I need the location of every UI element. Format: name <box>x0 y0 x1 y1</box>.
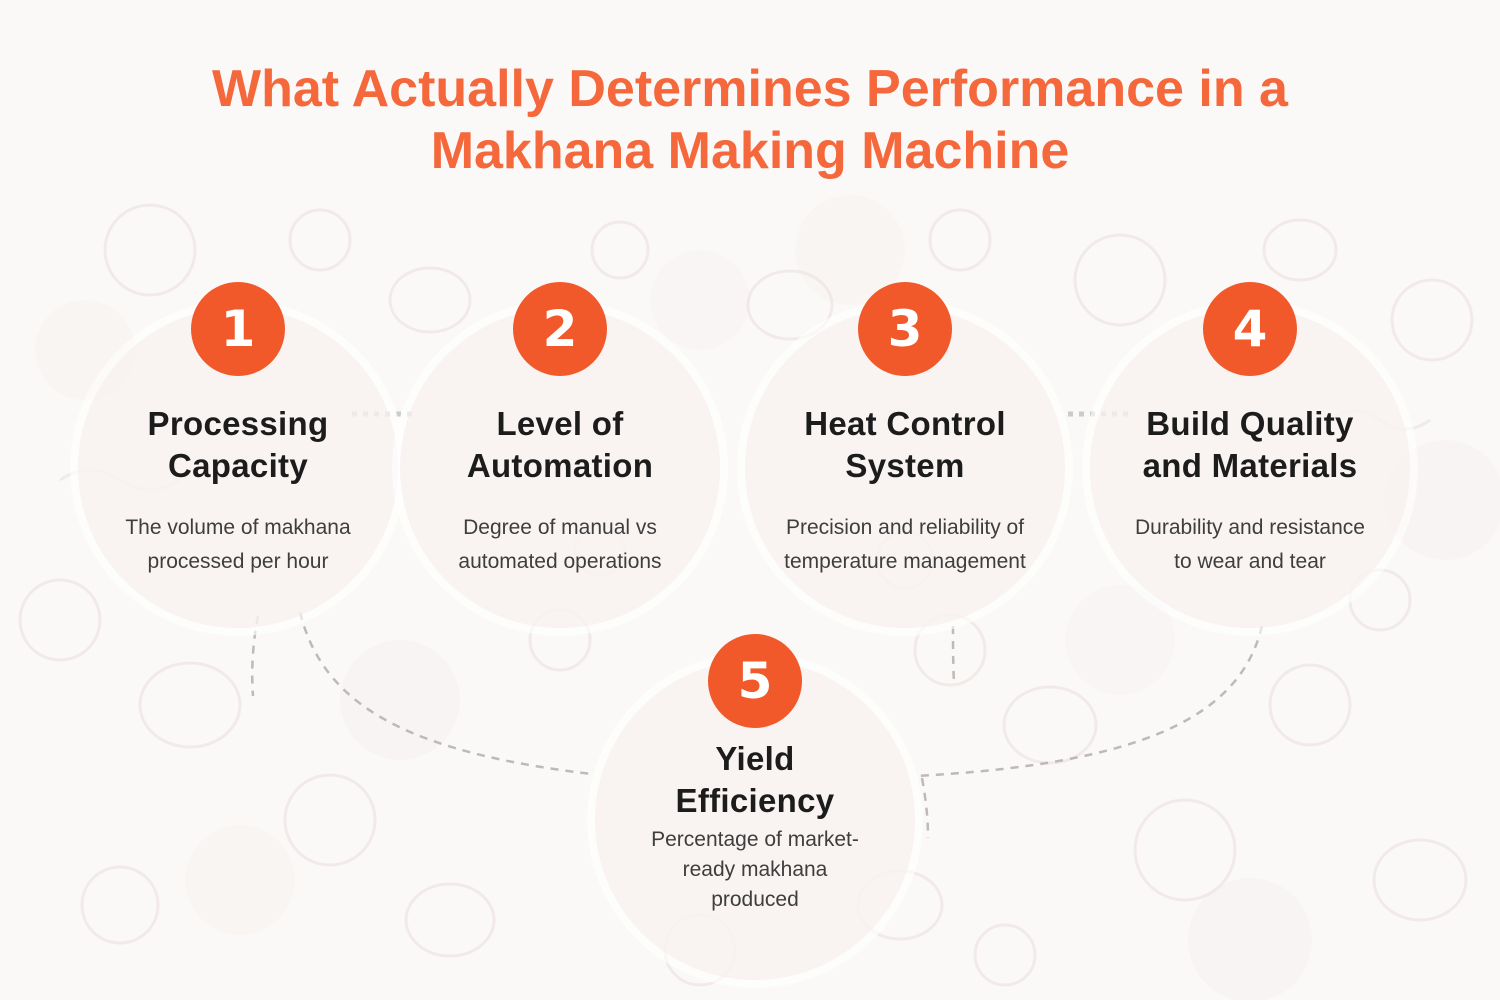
step-card-4: 4 Build Quality and Materials Durability… <box>1090 282 1410 628</box>
step-number-badge: 4 <box>1203 282 1297 376</box>
step-description: The volume of makhana processed per hour <box>125 516 351 573</box>
step-title: Heat Control System <box>804 405 1006 484</box>
step-title: Level of Automation <box>466 405 654 484</box>
step-title: Processing Capacity <box>147 405 329 484</box>
connector-curve-right-to-5 <box>915 625 1264 778</box>
page-title-line2: Makhana Making Machine <box>430 122 1070 180</box>
step-description: Durability and resistance to wear and te… <box>1135 516 1365 573</box>
step-card-5: 5 Yield Efficiency Percentage of market-… <box>595 634 915 980</box>
connector-tail-below-3 <box>951 625 956 685</box>
step-number-badge: 3 <box>858 282 952 376</box>
page-title: What Actually Determines Performance in … <box>0 58 1500 182</box>
step-card-2: 2 Level of Automation Degree of manual v… <box>400 282 720 628</box>
step-card-3: 3 Heat Control System Precision and reli… <box>745 282 1065 628</box>
page-title-line1: What Actually Determines Performance in … <box>212 60 1288 118</box>
step-title: Yield Efficiency <box>675 740 835 819</box>
connector-tail-right-of-5 <box>920 777 930 839</box>
step-description: Percentage of market-ready makhana produ… <box>651 828 859 911</box>
connector-curve-left-to-5 <box>298 611 593 776</box>
connector-tail-below-1 <box>250 615 260 697</box>
step-number-badge: 5 <box>708 634 802 728</box>
step-title: Build Quality and Materials <box>1142 405 1358 484</box>
step-number-badge: 2 <box>513 282 607 376</box>
step-description: Precision and reliability of temperature… <box>784 516 1026 573</box>
step-description: Degree of manual vs automated operations <box>458 516 662 573</box>
step-number-badge: 1 <box>191 282 285 376</box>
step-card-1: 1 Processing Capacity The volume of makh… <box>78 282 398 628</box>
